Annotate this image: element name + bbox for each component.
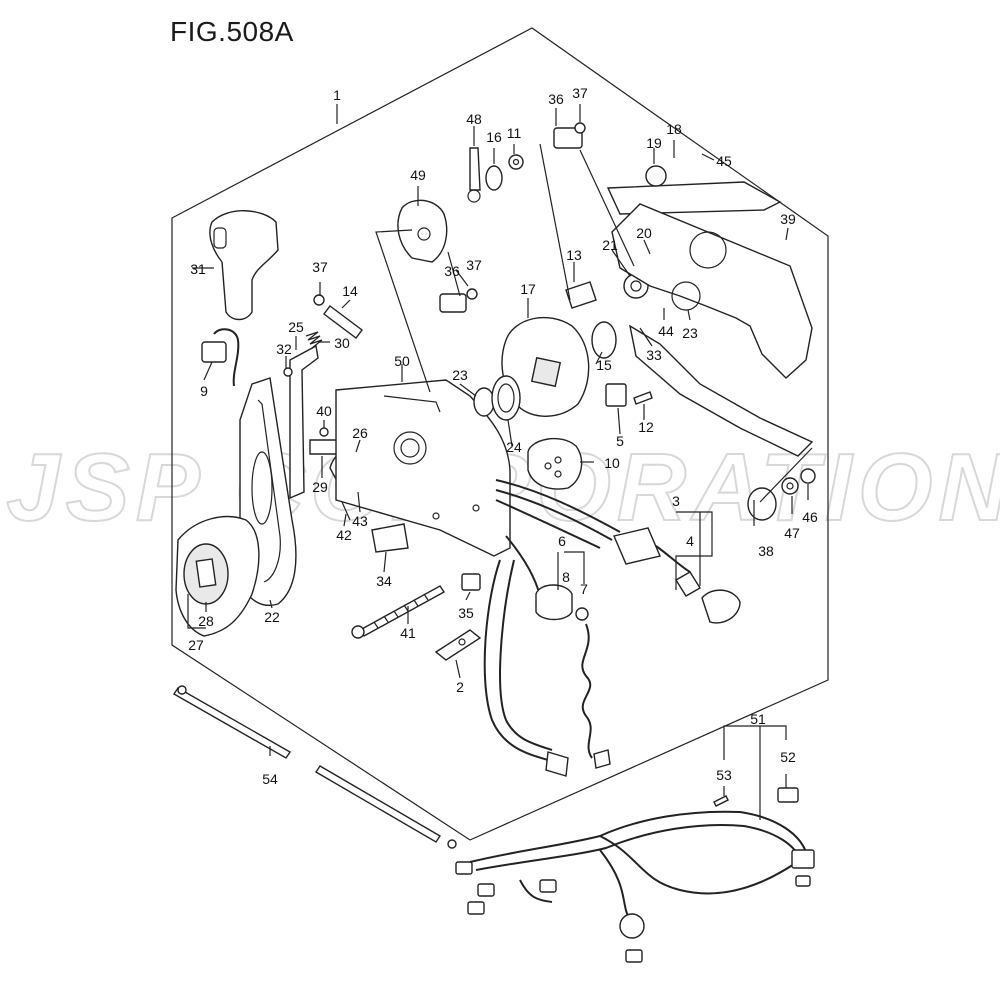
- callout-30: 30: [334, 335, 350, 351]
- callout-13: 13: [566, 247, 582, 263]
- callout-38: 38: [758, 543, 774, 559]
- callout-6: 6: [558, 533, 566, 549]
- callout-7: 7: [580, 581, 588, 597]
- callout-29: 29: [312, 479, 328, 495]
- part-34-bracket: [371, 523, 409, 553]
- part-24-ring: [491, 375, 521, 421]
- part-47-washer: [781, 477, 799, 495]
- callout-36-upper: 36: [548, 91, 564, 107]
- callout-43: 43: [352, 513, 368, 529]
- callout-27: 27: [188, 637, 204, 653]
- callout-1: 1: [333, 87, 341, 103]
- callout-3: 3: [672, 493, 680, 509]
- callout-14: 14: [342, 283, 358, 299]
- leader-lines: [187, 104, 813, 820]
- callout-20: 20: [636, 225, 652, 241]
- part-side-housing: [611, 203, 814, 457]
- callout-18: 18: [666, 121, 682, 137]
- callout-19: 19: [646, 135, 662, 151]
- callout-15: 15: [596, 357, 612, 373]
- part-wiring: [483, 479, 621, 761]
- part-50-case: [335, 379, 511, 557]
- callout-11: 11: [507, 125, 522, 141]
- callout-34: 34: [376, 573, 392, 589]
- part-2-plate: [434, 629, 482, 661]
- callout-2: 2: [456, 679, 464, 695]
- callout-9: 9: [200, 383, 208, 399]
- part-35-block: [461, 573, 481, 591]
- callout-25: 25: [288, 319, 304, 335]
- part-54-cable: [173, 685, 457, 849]
- callout-53: 53: [716, 767, 732, 783]
- callout-21: 21: [602, 237, 618, 253]
- part-11-washer: [508, 154, 524, 170]
- callout-26: 26: [352, 425, 368, 441]
- figure-title: FIG.508A: [170, 16, 294, 47]
- part-14-shaft: [305, 294, 363, 349]
- part-49-cam: [397, 199, 448, 263]
- callout-47: 47: [784, 525, 800, 541]
- callout-49: 49: [410, 167, 426, 183]
- callout-10: 10: [604, 455, 620, 471]
- callout-labels: 1 2 3 4 5 6 7 8 9 10 11 12 13 14 15 16 1…: [188, 85, 818, 787]
- callout-12: 12: [638, 419, 654, 435]
- part-13-shaft: [565, 281, 597, 309]
- part-3-key-switch: [613, 527, 741, 624]
- callout-36-lower: 36: [444, 263, 460, 279]
- part-12-screw: [633, 391, 653, 405]
- callout-54: 54: [262, 771, 278, 787]
- part-9-switch: [201, 328, 240, 387]
- part-15-ring: [591, 321, 617, 359]
- part-31-grip: [209, 210, 279, 321]
- part-51-harness: [455, 810, 815, 963]
- part-10-buzzer: [527, 437, 583, 490]
- callout-22: 22: [264, 609, 280, 625]
- part-23-ring: [473, 387, 495, 417]
- callout-35: 35: [458, 605, 474, 621]
- callout-37-upper: 37: [572, 85, 588, 101]
- part-48-arm: [467, 147, 481, 203]
- callout-17: 17: [520, 281, 536, 297]
- callout-52: 52: [780, 749, 796, 765]
- callout-16: 16: [486, 129, 502, 145]
- callout-50: 50: [394, 353, 410, 369]
- part-36-pin-upper: [553, 122, 586, 149]
- callout-46: 46: [802, 509, 818, 525]
- callout-8: 8: [562, 569, 570, 585]
- part-46-nut: [800, 468, 816, 484]
- callout-48: 48: [466, 111, 482, 127]
- part-6-stop-switch: [535, 584, 611, 769]
- part-16-collar: [485, 165, 503, 191]
- part-36-pin-lower: [439, 288, 478, 313]
- part-53-screw: [713, 795, 729, 807]
- callout-23-right: 23: [682, 325, 698, 341]
- callout-5: 5: [616, 433, 624, 449]
- callout-42: 42: [336, 527, 352, 543]
- part-27-housing: [175, 516, 260, 637]
- part-38-cap: [747, 487, 777, 521]
- callout-31: 31: [190, 261, 206, 277]
- callout-44: 44: [658, 323, 674, 339]
- callout-37-left: 37: [312, 259, 328, 275]
- callout-33: 33: [646, 347, 662, 363]
- callout-32: 32: [276, 341, 292, 357]
- part-18-housing-cover: [606, 165, 782, 215]
- callout-28: 28: [198, 613, 214, 629]
- callout-23-left: 23: [452, 367, 468, 383]
- callout-41: 41: [400, 625, 416, 641]
- part-5-switch: [605, 383, 627, 407]
- assembly-boundary: [171, 27, 829, 841]
- part-52-connector: [777, 787, 799, 803]
- part-17-disc: [501, 316, 590, 417]
- callout-37-lower: 37: [466, 257, 482, 273]
- callout-51: 51: [750, 711, 766, 727]
- part-harness-connector: [545, 751, 569, 777]
- callout-45: 45: [716, 153, 732, 169]
- callout-4: 4: [686, 533, 694, 549]
- callout-39: 39: [780, 211, 796, 227]
- callout-40: 40: [316, 403, 332, 419]
- callout-24: 24: [506, 439, 522, 455]
- part-41-bolt: [351, 585, 446, 639]
